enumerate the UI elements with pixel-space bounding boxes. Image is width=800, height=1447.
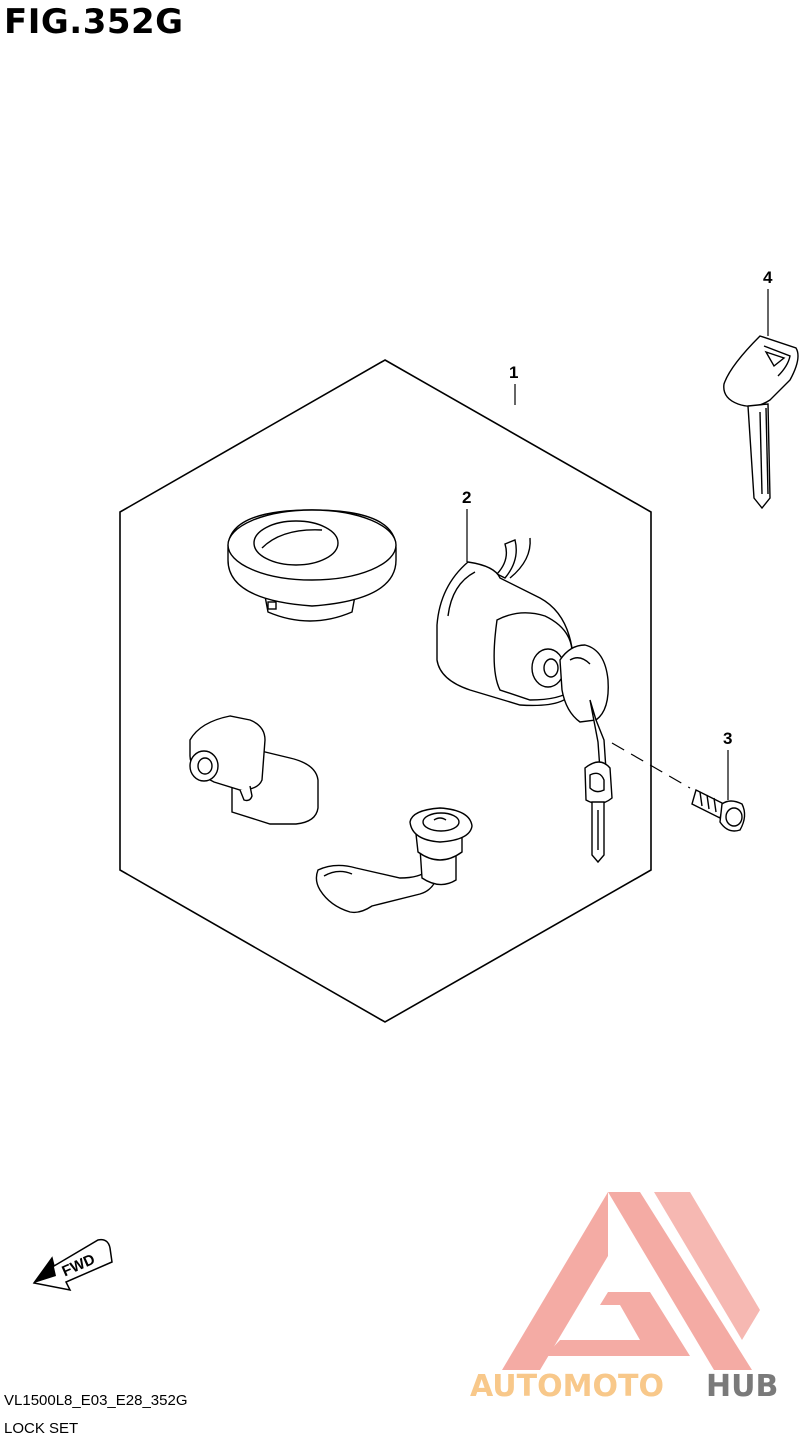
- watermark-logo-icon: [502, 1192, 760, 1370]
- watermark-word-b: HUB: [706, 1369, 778, 1404]
- fwd-arrow-icon: FWD: [32, 1238, 113, 1292]
- figure-name-label: LOCK SET: [4, 1420, 79, 1437]
- model-code-label: VL1500L8_E03_E28_352G: [4, 1392, 188, 1409]
- watermark-word-a: AUTOMOTO: [470, 1369, 664, 1404]
- callout-1: 1: [509, 363, 518, 405]
- bolt-part: [691, 788, 746, 832]
- callout-number-3: 3: [723, 729, 732, 748]
- callout-4: 4: [763, 268, 773, 336]
- figure-title: FIG.352G: [4, 2, 184, 42]
- round-cap-part: [227, 509, 397, 622]
- callout-3: 3: [723, 729, 732, 800]
- blank-key-part: [723, 335, 799, 510]
- lock-set-hexagon: [119, 359, 652, 1023]
- seat-lock-part: [436, 537, 613, 864]
- watermark-text: AUTOMOTO HUB: [470, 1369, 778, 1404]
- cam-lock-part: [315, 807, 473, 914]
- callout-number-4: 4: [763, 268, 773, 287]
- callout-2: 2: [462, 488, 471, 562]
- latch-lock-part: [189, 715, 319, 825]
- bolt-leader-line: [611, 742, 691, 789]
- callout-number-2: 2: [462, 488, 471, 507]
- callout-number-1: 1: [509, 363, 518, 382]
